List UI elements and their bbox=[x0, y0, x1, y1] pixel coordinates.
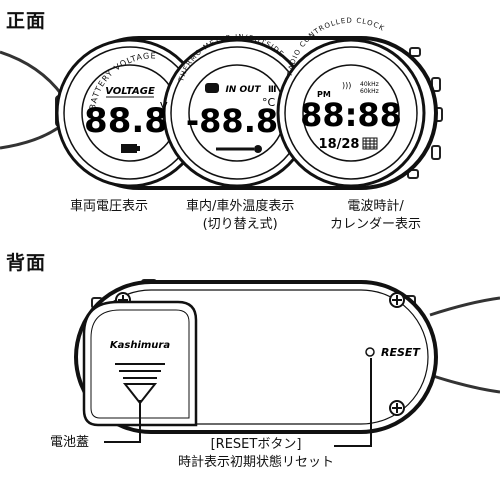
front-section-title: 正面 bbox=[6, 10, 47, 32]
clock-ampm: PM bbox=[317, 90, 331, 99]
battery-unit: V bbox=[160, 100, 168, 113]
battery-cover-leader bbox=[104, 400, 141, 443]
thermo-caption: 車内/車外温度表示 (切り替え式) bbox=[186, 198, 294, 234]
calendar-grid-icon bbox=[362, 137, 378, 150]
reset-button-label: [RESETボタン] 時計表示初期状態リセット bbox=[178, 436, 334, 472]
outside-indicator-icon: Ⅲ bbox=[268, 85, 277, 95]
thermo-unit: °C bbox=[262, 96, 276, 109]
battery-cover-label: 電池蓋 bbox=[50, 435, 90, 450]
front-device: BATTERY VOLTAGE THERMO METER IN/OUTSIDE … bbox=[0, 17, 443, 190]
reset-button-label-line1: [RESETボタン] bbox=[210, 437, 302, 452]
thermo-caption-line2: (切り替え式) bbox=[202, 217, 278, 232]
push-arrow-icon bbox=[115, 363, 165, 405]
thermometer-icon bbox=[216, 145, 262, 153]
battery-icon bbox=[121, 144, 140, 153]
back-section-title: 背面 bbox=[6, 252, 47, 274]
clock-date: 18/28 bbox=[319, 137, 360, 152]
battery-label: VOLTAGE bbox=[105, 86, 155, 97]
car-icon bbox=[205, 83, 219, 93]
reset-leader bbox=[334, 358, 372, 447]
clock-caption-line2: カレンダー表示 bbox=[330, 217, 422, 232]
clock-button-3 bbox=[431, 145, 441, 160]
thermo-value: -88.8 bbox=[186, 102, 278, 140]
clock-button-top bbox=[409, 47, 421, 57]
front-cable-left bbox=[0, 50, 64, 96]
front-cable-left-2 bbox=[0, 123, 63, 150]
thermo-caption-line1: 車内/車外温度表示 bbox=[186, 199, 295, 214]
signal-icon: ))) bbox=[342, 81, 351, 90]
reset-label: RESET bbox=[381, 346, 421, 359]
clock-time: 88:88 bbox=[300, 96, 402, 134]
thermo-label: IN OUT bbox=[225, 85, 261, 95]
clock-signal-1: 40kHz bbox=[360, 81, 379, 88]
clock-caption-line1: 電波時計/ bbox=[347, 199, 404, 214]
clock-signal-2: 60kHz bbox=[360, 88, 379, 95]
back-cable-lower bbox=[429, 373, 500, 394]
brand-logo: Kashimura bbox=[110, 340, 170, 351]
back-device: Kashimura RESET bbox=[74, 279, 500, 447]
screw-top-right-icon bbox=[389, 292, 405, 308]
reset-button-label-line2: 時計表示初期状態リセット bbox=[178, 455, 335, 470]
clock-caption: 電波時計/ カレンダー表示 bbox=[330, 198, 421, 234]
reset-hole[interactable] bbox=[365, 347, 375, 357]
battery-caption: 車両電圧表示 bbox=[70, 199, 149, 214]
back-cable-upper bbox=[429, 296, 500, 317]
battery-value: 88.8 bbox=[84, 101, 168, 141]
screw-bottom-right-icon bbox=[389, 400, 405, 416]
